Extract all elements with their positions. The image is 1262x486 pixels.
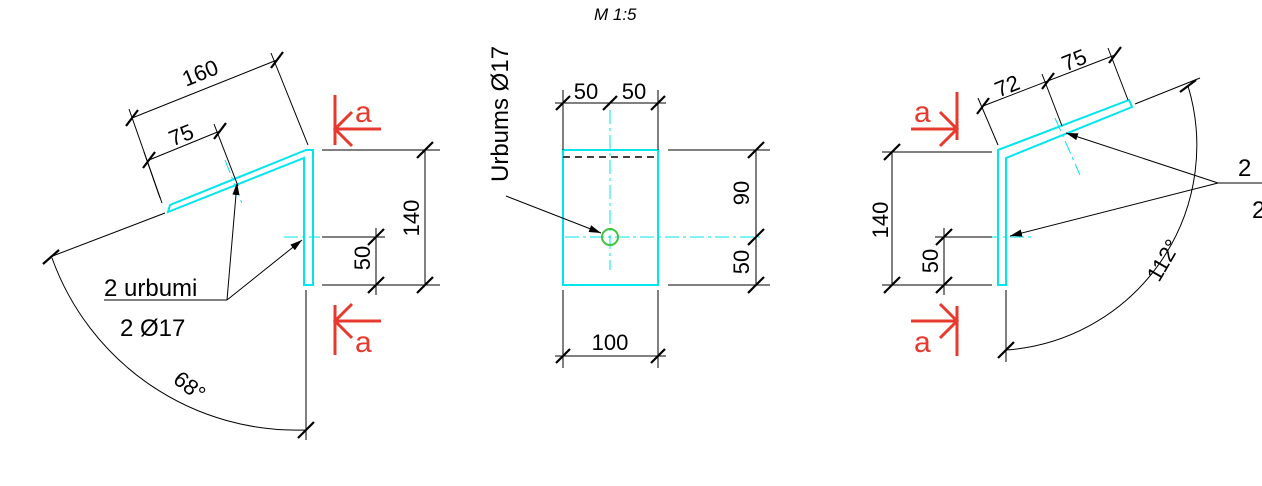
middle-dim-left-50: 50 [574, 79, 598, 104]
middle-dim-right-50: 50 [622, 79, 646, 104]
left-holes-label: 2 urbumi [104, 275, 197, 302]
middle-dim-100: 100 [592, 330, 629, 355]
left-dim-50: 50 [350, 246, 375, 270]
svg-text:a: a [355, 96, 372, 129]
right-section-marker-bottom: a [911, 302, 960, 359]
right-dim-72: 72 [991, 70, 1023, 102]
right-angle-arc [1005, 85, 1198, 351]
svg-text:a: a [914, 96, 931, 129]
middle-dim-90: 90 [729, 181, 754, 205]
middle-hole-label: Urbums Ø17 [487, 46, 514, 182]
right-hole-axis-2 [1054, 117, 1081, 176]
scale-label: M 1:5 [594, 5, 637, 24]
left-dim-140: 140 [399, 200, 424, 237]
left-hole-axis-2 [224, 159, 244, 207]
left-view: 160 75 140 50 68° 2 urbumi 2 Ø17 [42, 51, 440, 440]
left-dim-160-line [131, 59, 278, 119]
middle-dim-lower-50: 50 [729, 250, 754, 274]
left-angle-arc [51, 257, 307, 431]
svg-text:a: a [355, 326, 372, 359]
right-section-marker-top: a [911, 92, 960, 148]
middle-plate-outline [562, 149, 659, 286]
right-holes-label: 2 [1238, 155, 1251, 182]
left-section-marker-bottom: a [332, 302, 381, 359]
left-bracket-outline [166, 149, 314, 286]
right-dim-140: 140 [868, 202, 893, 239]
middle-hole [601, 228, 619, 246]
left-dim-160: 160 [178, 55, 221, 92]
left-holes-diameter: 2 Ø17 [120, 315, 185, 342]
right-view: 72 75 140 50 112° 2 2 a [868, 44, 1262, 362]
svg-text:a: a [914, 326, 931, 359]
right-bracket-outline [997, 98, 1134, 286]
middle-view: 50 50 90 50 100 Urbums Ø17 [487, 46, 770, 368]
left-dim-75-line [148, 130, 221, 161]
right-dim-50: 50 [918, 249, 943, 273]
right-holes-diameter: 2 [1252, 197, 1262, 224]
left-dim-75: 75 [165, 119, 197, 151]
left-section-marker-top: a [332, 95, 381, 148]
right-dim-75: 75 [1058, 44, 1090, 76]
